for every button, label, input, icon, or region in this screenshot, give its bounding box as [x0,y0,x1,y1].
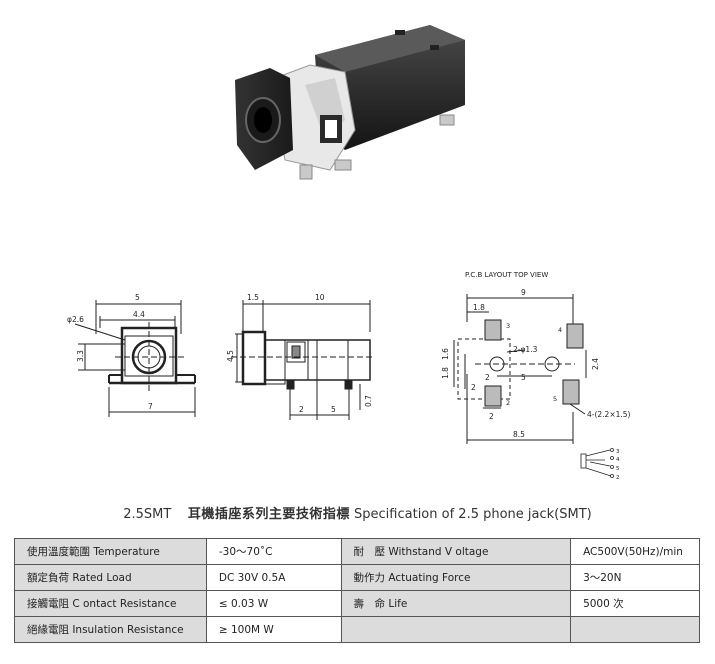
table-row: 額定負荷 Rated Load DC 30V 0.5A 動作力 Actuatin… [14,564,700,591]
empty-cell [570,616,700,643]
dim-pcb-18: 1.8 [473,303,485,312]
schematic-pin-5: 5 [616,466,620,472]
spec-value: -30～70˚C [205,538,342,565]
side-view [74,300,196,417]
table-row: 使用溫度範圍 Temperature -30～70˚C 耐 壓 Withstan… [14,538,700,565]
dim-pcb-total: 9 [521,288,526,297]
table-row: 接觸電阻 C ontact Resistance ≤ 0.03 W 壽 命 Li… [14,590,700,617]
dim-side-height: 3.3 [76,350,85,362]
heading-chinese: 耳機插座系列主要技術指標 [187,507,350,522]
dim-front-standoff: 0.7 [364,395,373,407]
table-row: 絕緣電阻 Insulation Resistance ≥ 100M W [14,616,700,643]
schematic [580,448,614,478]
pcb-layout [453,294,587,444]
spec-value: AC500V(50Hz)/min [570,538,700,565]
spec-value: ≤ 0.03 W [205,590,342,617]
spec-label: 絕緣電阻 Insulation Resistance [14,616,207,643]
dim-front-pin2: 5 [331,405,336,414]
pcb-pin-4: 4 [558,326,562,334]
spec-label: 動作力 Actuating Force [340,564,572,591]
schematic-pin-4: 4 [616,457,620,463]
product-photo [235,25,465,180]
dim-pcb-24: 2.4 [591,358,600,370]
spec-label: 額定負荷 Rated Load [14,564,207,591]
spec-value: ≥ 100M W [205,616,342,643]
spec-label: 耐 壓 Withstand V oltage [340,538,572,565]
dim-pcb-vert-b: 1.6 [441,348,450,360]
dim-front-height: 4.5 [226,350,235,362]
dim-pcb-2c: 2 [489,412,494,421]
spec-value: DC 30V 0.5A [205,564,342,591]
front-view [231,300,375,420]
spec-heading: 2.5SMT 耳機插座系列主要技術指標 Specification of 2.5… [0,503,715,522]
dim-front-lead: 1.5 [247,293,259,302]
dim-pcb-85: 8.5 [513,430,525,439]
dim-pcb-2a: 2 [485,373,490,382]
dim-pcb-hole: 2-φ1.3 [513,345,538,354]
spec-label: 壽 命 Life [340,590,572,617]
dim-pcb-vert-a: 1.8 [441,367,450,379]
spec-value: 5000 次 [570,590,700,617]
heading-model: 2.5SMT [123,507,172,522]
dim-pcb-5: 5 [521,373,526,382]
pcb-pin-3: 3 [506,322,510,330]
dim-side-inner: 4.4 [133,310,145,319]
spec-value: 3～20N [570,564,700,591]
schematic-pin-3: 3 [616,449,620,455]
spec-label: 使用溫度範圍 Temperature [14,538,207,565]
spec-table: 使用溫度範圍 Temperature -30～70˚C 耐 壓 Withstan… [14,538,700,643]
dim-side-base: 7 [148,402,153,411]
spec-label: 接觸電阻 C ontact Resistance [14,590,207,617]
technical-drawings: 5 4.4 φ2.6 3.3 7 1.5 10 4.5 2 5 0.7 P.C.… [67,271,631,481]
dim-front-length: 10 [315,293,325,302]
dim-pcb-2b: 2 [471,383,476,392]
pcb-pin-5: 5 [553,395,557,403]
dim-pcb-pad: 4-(2.2×1.5) [587,410,631,419]
dim-side-diameter: φ2.6 [67,315,84,324]
empty-cell [340,616,572,643]
heading-english: Specification of 2.5 phone jack(SMT) [354,507,592,522]
pcb-title: P.C.B LAYOUT TOP VIEW [465,271,548,279]
dim-front-pin1: 2 [299,405,304,414]
pcb-pin-2: 2 [506,399,510,407]
dim-side-width: 5 [135,293,140,302]
schematic-pin-2: 2 [616,475,620,481]
